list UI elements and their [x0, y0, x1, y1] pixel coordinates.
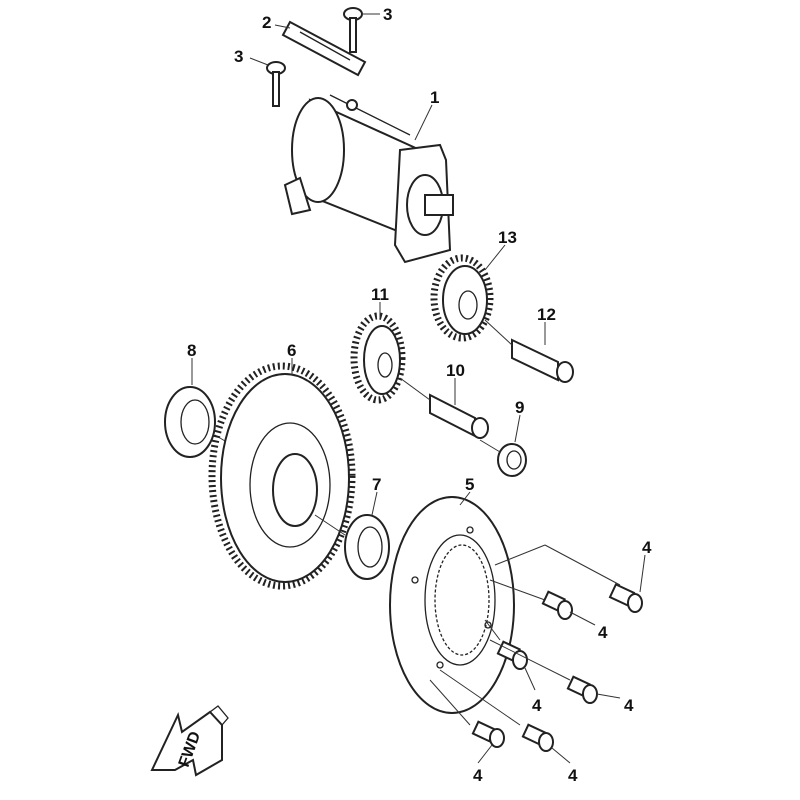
callout-13: 13 [498, 228, 517, 247]
callout-4: 4 [624, 696, 634, 715]
callout-4: 4 [473, 766, 483, 785]
shaft-10-part [399, 377, 489, 439]
callout-8: 8 [187, 341, 196, 360]
callout-2: 2 [262, 13, 271, 32]
callout-4: 4 [642, 538, 652, 557]
plate-part [281, 20, 367, 77]
bolt-part-3a [343, 7, 363, 53]
starter-motor-part [283, 94, 454, 264]
bolt-part-3b [266, 61, 286, 107]
driven-gear-part [208, 362, 356, 590]
callout-6: 6 [287, 341, 296, 360]
forward-direction-arrow-icon: FWD [150, 705, 229, 777]
bolts-4-parts [429, 544, 643, 752]
gear-13-part [430, 254, 494, 342]
callout-1: 1 [430, 88, 439, 107]
callout-7: 7 [372, 475, 381, 494]
callout-4: 4 [568, 766, 578, 785]
callout-3: 3 [234, 47, 243, 66]
callout-5: 5 [465, 475, 474, 494]
callout-12: 12 [537, 305, 556, 324]
callout-3: 3 [383, 5, 392, 24]
callout-11: 11 [371, 285, 389, 304]
shaft-12-part [484, 319, 574, 383]
bushing-part [479, 439, 527, 477]
gear-11-part [350, 312, 406, 404]
callout-4: 4 [598, 623, 608, 642]
callout-9: 9 [515, 398, 524, 417]
one-way-clutch-part [389, 496, 515, 714]
callout-leaders [191, 13, 646, 764]
callout-10: 10 [446, 361, 465, 380]
callout-4: 4 [532, 696, 542, 715]
needle-bearing-part [314, 514, 390, 580]
